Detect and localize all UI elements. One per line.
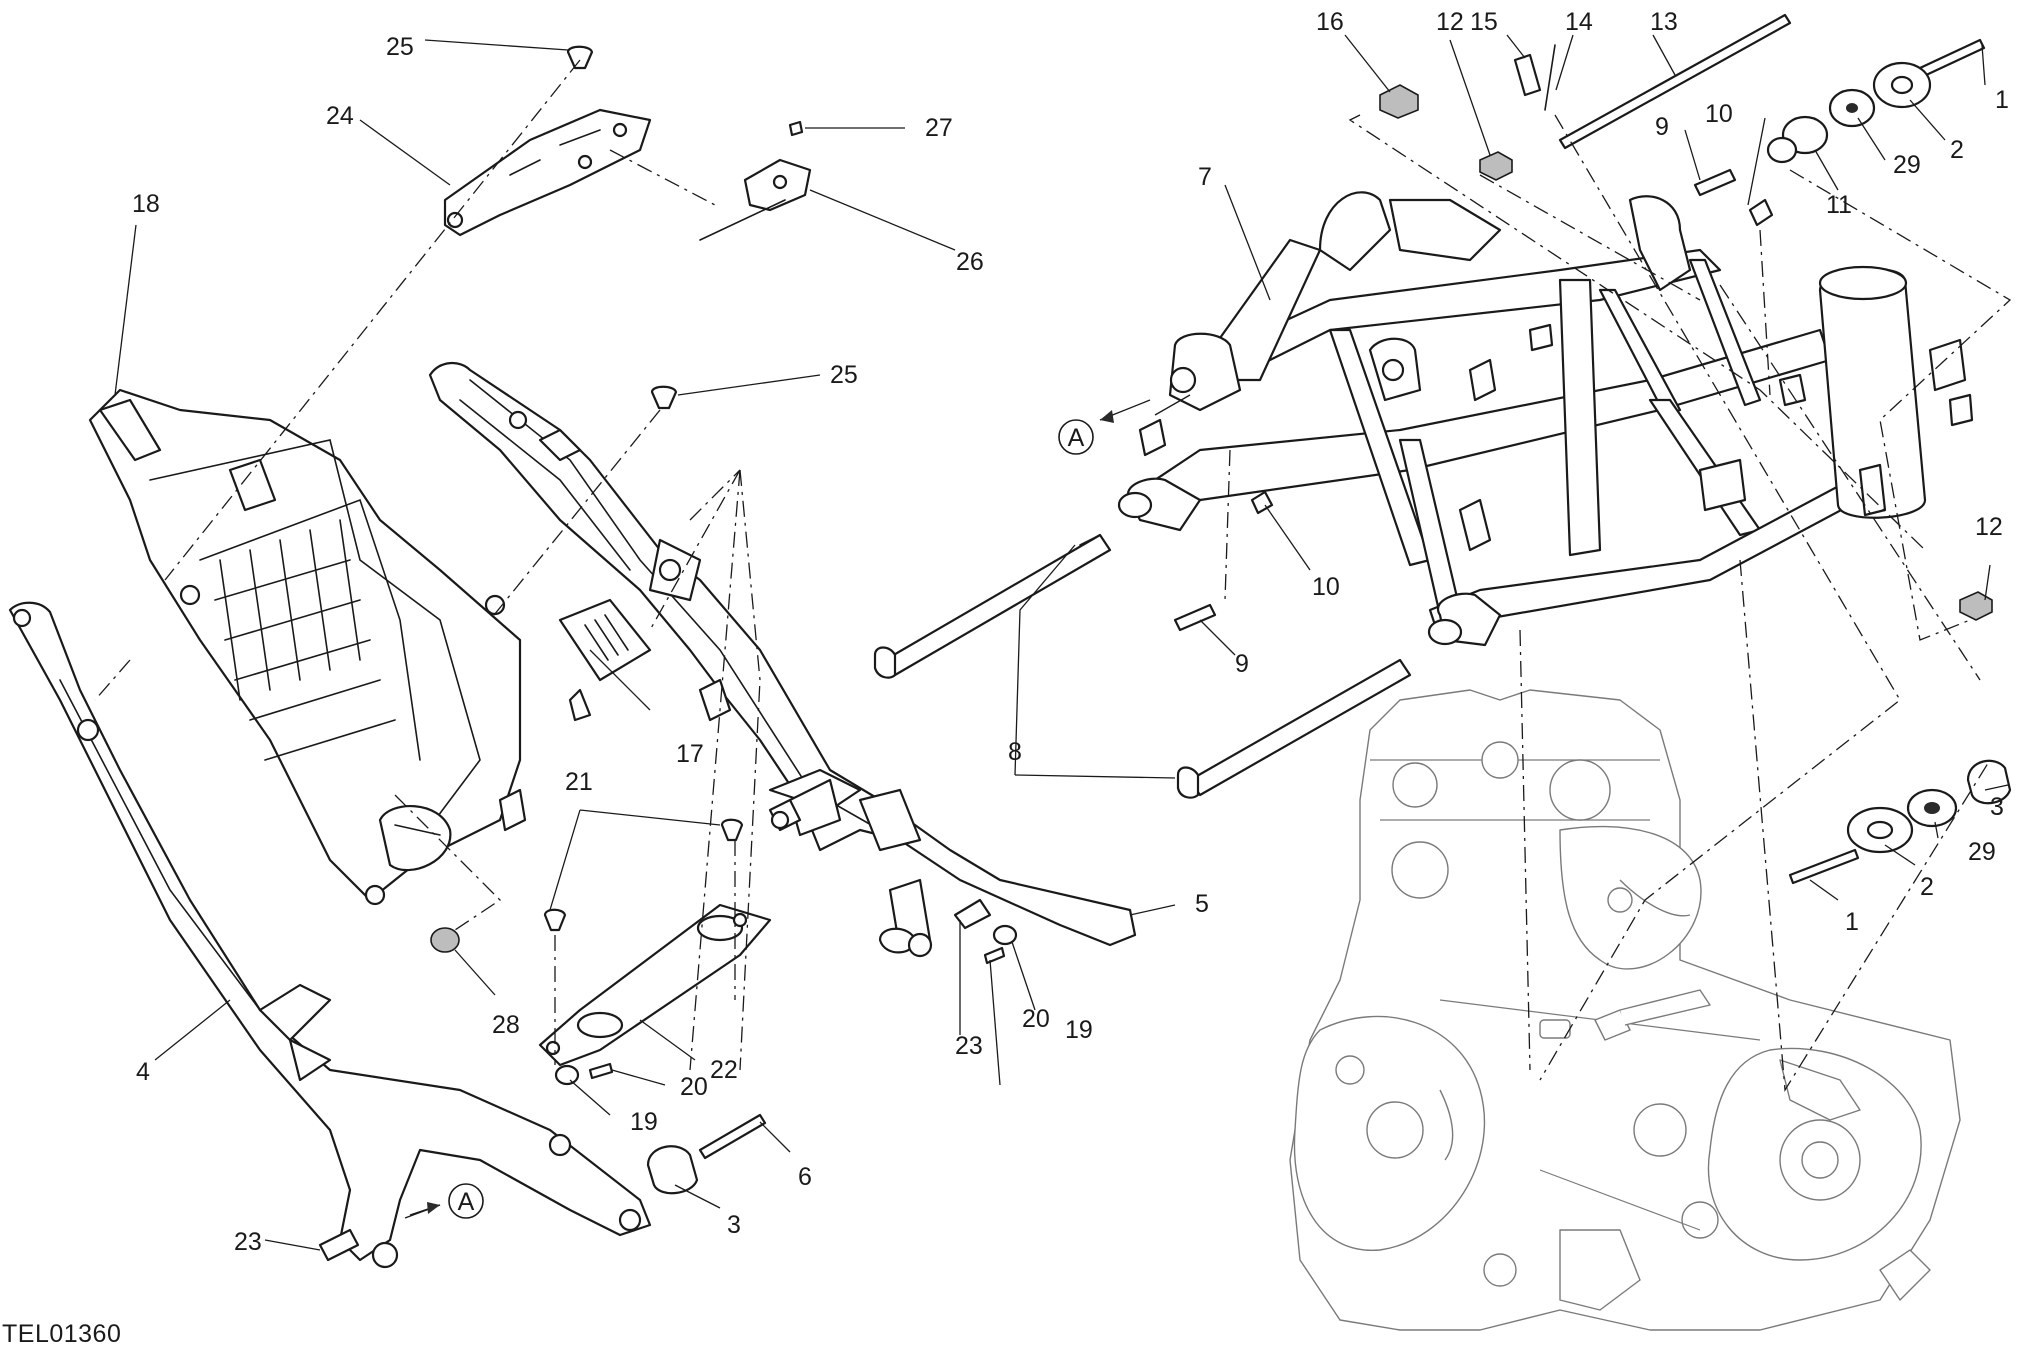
rear-undertray bbox=[88, 388, 592, 906]
callout-23: 23 bbox=[955, 1032, 983, 1060]
callout-2: 2 bbox=[1950, 136, 1964, 164]
callout-19: 19 bbox=[1065, 1016, 1093, 1044]
callout-24: 24 bbox=[326, 102, 354, 130]
callout-6: 6 bbox=[798, 1163, 812, 1191]
callout-1: 1 bbox=[1845, 908, 1859, 936]
callout-4: 4 bbox=[136, 1058, 150, 1086]
callout-9: 9 bbox=[1655, 113, 1669, 141]
callout-21: 21 bbox=[565, 768, 593, 796]
callout-17: 17 bbox=[676, 740, 704, 768]
fasteners bbox=[318, 13, 2012, 1262]
callout-2: 2 bbox=[1920, 873, 1934, 901]
callout-15: 15 bbox=[1470, 8, 1498, 36]
small-bracket bbox=[699, 158, 812, 241]
main-frame-trellis bbox=[1117, 191, 1974, 647]
callout-1: 1 bbox=[1995, 86, 2009, 114]
callout-11: 11 bbox=[1826, 191, 1852, 219]
callout-10: 10 bbox=[1312, 573, 1340, 601]
right-subframe bbox=[428, 362, 1137, 958]
callout-29: 29 bbox=[1968, 838, 1996, 866]
section-marker-label: A bbox=[458, 1188, 475, 1216]
callout-28: 28 bbox=[492, 1011, 520, 1039]
callout-27: 27 bbox=[925, 114, 953, 142]
rubber-pad bbox=[558, 598, 652, 682]
callout-7: 7 bbox=[1198, 163, 1212, 191]
callout-8: 8 bbox=[1008, 738, 1022, 766]
engine-block bbox=[1289, 689, 1961, 1331]
callout-12: 12 bbox=[1436, 8, 1464, 36]
callout-13: 13 bbox=[1650, 8, 1678, 36]
section-marker-a-left: A bbox=[448, 1183, 484, 1219]
callout-25: 25 bbox=[830, 361, 858, 389]
callout-9: 9 bbox=[1235, 650, 1249, 678]
top-bracket bbox=[443, 108, 652, 237]
callout-29: 29 bbox=[1893, 151, 1921, 179]
callout-22: 22 bbox=[710, 1056, 738, 1084]
callout-14: 14 bbox=[1565, 8, 1593, 36]
section-marker-a-right: A bbox=[1058, 419, 1094, 455]
callout-16: 16 bbox=[1316, 8, 1344, 36]
left-subframe bbox=[8, 601, 652, 1269]
section-marker-label: A bbox=[1068, 424, 1085, 452]
bracket-plate bbox=[538, 903, 772, 1067]
callout-5: 5 bbox=[1195, 890, 1209, 918]
callout-20: 20 bbox=[1022, 1005, 1050, 1033]
assembly-lines bbox=[94, 59, 2012, 1093]
section-arrows bbox=[404, 399, 1151, 1219]
callout-12: 12 bbox=[1975, 513, 2003, 541]
leader-lines bbox=[114, 34, 2009, 1251]
pivot-shaft-upper bbox=[873, 533, 1112, 679]
callout-3: 3 bbox=[1990, 793, 2004, 821]
callout-23: 23 bbox=[234, 1228, 262, 1256]
callout-10: 10 bbox=[1705, 100, 1733, 128]
callout-18: 18 bbox=[132, 190, 160, 218]
callout-numbers: 1 1 2 2 3 3 4 5 6 7 8 9 9 10 10 11 12 12… bbox=[132, 8, 2009, 1256]
callout-25: 25 bbox=[386, 33, 414, 61]
callout-19: 19 bbox=[630, 1108, 658, 1136]
callout-26: 26 bbox=[956, 248, 984, 276]
callout-20: 20 bbox=[680, 1073, 708, 1101]
callout-3: 3 bbox=[727, 1211, 741, 1239]
pivot-shaft-lower bbox=[1176, 658, 1412, 799]
drawing-reference: TEL01360 bbox=[2, 1320, 121, 1348]
